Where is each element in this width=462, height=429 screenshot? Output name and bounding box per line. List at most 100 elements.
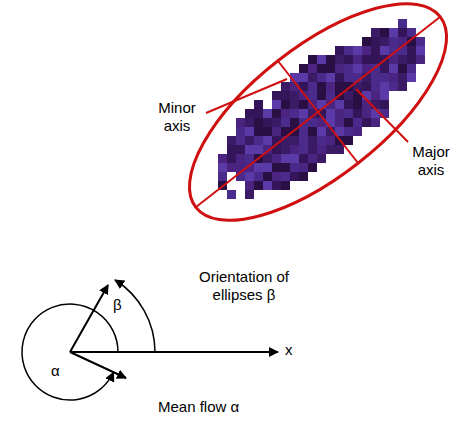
minor-axis-line (278, 61, 358, 163)
blob-pixel (317, 91, 326, 100)
blob-pixel (308, 73, 317, 82)
blob-pixel (299, 172, 308, 181)
blob-pixel (254, 100, 263, 109)
beta-arc (115, 280, 155, 352)
blob-pixel (308, 55, 317, 64)
blob-pixel (371, 82, 380, 91)
blob-pixel (326, 73, 335, 82)
blob-pixel (416, 55, 425, 64)
blob-pixel (353, 109, 362, 118)
blob-pixel (344, 109, 353, 118)
blob-pixel (317, 82, 326, 91)
blob-pixel (290, 100, 299, 109)
blob-pixel (236, 136, 245, 145)
blob-pixel (290, 154, 299, 163)
blob-pixel (398, 82, 407, 91)
blob-pixel (299, 100, 308, 109)
blob-pixel (281, 91, 290, 100)
blob-pixel (272, 181, 281, 190)
axis-name: x (285, 341, 293, 359)
blob-pixel (353, 100, 362, 109)
blob-pixel (389, 37, 398, 46)
blob-pixel (353, 46, 362, 55)
blob-pixel (254, 118, 263, 127)
blob-pixel (353, 118, 362, 127)
angle-symbol: β (113, 296, 122, 314)
blob-pixel (272, 163, 281, 172)
blob-pixel (254, 127, 263, 136)
blob-pixel (245, 118, 254, 127)
blob-pixel (308, 154, 317, 163)
blob-pixel (371, 118, 380, 127)
blob-pixel (227, 190, 236, 199)
blob-pixel (326, 55, 335, 64)
blob-pixel (308, 82, 317, 91)
blob-pixel (299, 109, 308, 118)
blob-pixel (380, 82, 389, 91)
blob-pixel (326, 109, 335, 118)
blob-pixel (335, 145, 344, 154)
blob-pixel (344, 118, 353, 127)
blob-pixel (335, 64, 344, 73)
blob-pixel (254, 172, 263, 181)
blob-pixel (218, 154, 227, 163)
blob-pixel (227, 163, 236, 172)
blob-pixel (290, 145, 299, 154)
blob-pixel (407, 73, 416, 82)
blob-pixel (299, 145, 308, 154)
blob-pixel (317, 136, 326, 145)
blob-pixel (263, 163, 272, 172)
blob-pixel (281, 82, 290, 91)
blob-pixel (245, 181, 254, 190)
blob-pixel (335, 73, 344, 82)
blob-pixel (398, 73, 407, 82)
blob-pixel (308, 145, 317, 154)
blob-pixel (335, 100, 344, 109)
blob-pixel (245, 127, 254, 136)
blob-pixel (317, 64, 326, 73)
blob-pixel (371, 91, 380, 100)
blob-pixel (380, 91, 389, 100)
blob-pixel (335, 118, 344, 127)
blob-pixel (263, 172, 272, 181)
blob-pixel (389, 64, 398, 73)
blob-pixel (344, 91, 353, 100)
blob-pixel (317, 145, 326, 154)
blob-pixel (353, 55, 362, 64)
blob-pixel (362, 118, 371, 127)
blob-pixel (398, 19, 407, 28)
blob-pixel (326, 82, 335, 91)
blob-pixel (407, 64, 416, 73)
blob-pixel (416, 46, 425, 55)
blob-pixel (272, 118, 281, 127)
blob-pixel (335, 109, 344, 118)
blob-pixel (344, 100, 353, 109)
blob-pixel (389, 82, 398, 91)
blob-pixel (245, 172, 254, 181)
blob-pixel (308, 163, 317, 172)
blob-pixel (290, 91, 299, 100)
blob-pixel (362, 46, 371, 55)
angle-caption: Orientation of ellipses β (188, 268, 300, 304)
blob-pixel (254, 163, 263, 172)
blob-pixel (236, 154, 245, 163)
blob-pixel (299, 64, 308, 73)
blob-pixel (353, 127, 362, 136)
blob-pixel (389, 73, 398, 82)
blob-pixel (281, 172, 290, 181)
leader-line (356, 89, 408, 142)
blob-pixel (326, 136, 335, 145)
alpha-circle (22, 304, 118, 400)
blob-pixel (290, 163, 299, 172)
blob-pixel (245, 145, 254, 154)
blob-pixel (272, 109, 281, 118)
blob-pixel (335, 55, 344, 64)
blob-pixel (254, 181, 263, 190)
flow-caption: Mean flow α (158, 398, 239, 416)
blob-pixel (299, 127, 308, 136)
blob-pixel (362, 82, 371, 91)
blob-pixel (380, 100, 389, 109)
blob-pixel (308, 64, 317, 73)
blob-pixel (344, 46, 353, 55)
